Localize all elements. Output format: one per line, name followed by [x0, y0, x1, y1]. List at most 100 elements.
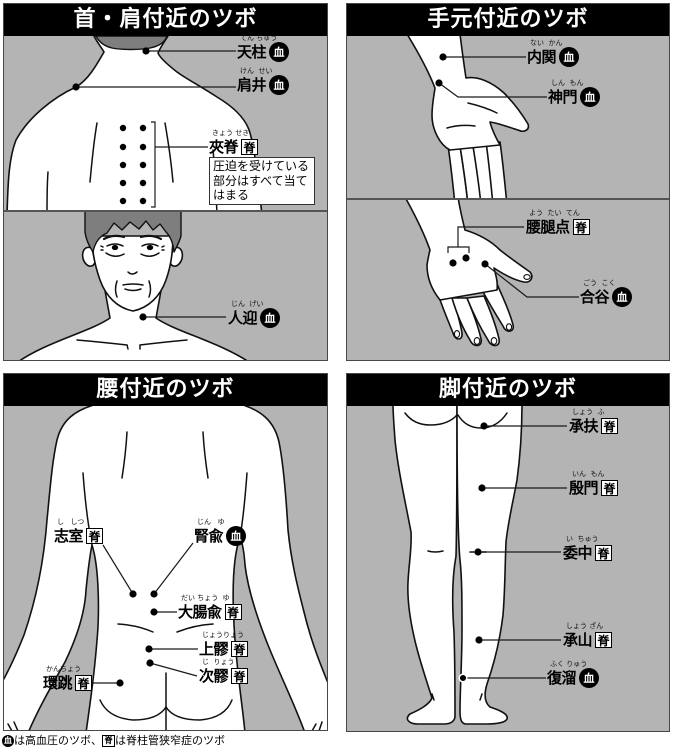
- furigana: ない かん: [530, 39, 563, 47]
- note-line: 圧迫を受けている: [213, 159, 310, 173]
- point-jinyu: [150, 590, 158, 598]
- acupoint-label-joryo: じょうりょう 上髎 脊: [199, 631, 249, 659]
- label-row: 夾脊 脊: [209, 137, 259, 157]
- acupoint-label-shozan: しょう ざん 承山 脊: [563, 622, 613, 650]
- furigana: てん ちゅう: [240, 34, 278, 42]
- spinal-stenosis-badge: 脊: [231, 641, 249, 657]
- panel-title: 首・肩付近のツボ: [3, 3, 328, 36]
- label-row: 神門 血: [548, 87, 601, 107]
- point-joryo: [145, 645, 153, 653]
- point-daichoyu: [150, 608, 158, 616]
- back-of-neck-illustration: [6, 36, 263, 211]
- furigana: ごう こく: [583, 279, 616, 287]
- hand-and-forearm: [405, 200, 533, 301]
- acupoint-name: 殷門: [569, 479, 599, 497]
- blood-pressure-badge: 血: [269, 75, 290, 95]
- panel-legs: 脚付近のツボ しょう ふ 承扶 脊: [346, 373, 670, 732]
- label-row: 腎兪 血: [194, 526, 247, 546]
- furigana: しん もん: [551, 79, 584, 87]
- point-jingei: [139, 313, 147, 321]
- blood-pressure-badge: 血: [269, 42, 290, 62]
- kyoseki-note-box: 圧迫を受けている 部分はすべて当て はまる: [209, 157, 315, 205]
- point-shishitsu: [129, 590, 137, 598]
- furigana: けん せい: [240, 67, 273, 75]
- acupoint-label-kensei: けん せい 肩井 血: [237, 67, 290, 95]
- furigana: ふく りゅう: [550, 660, 588, 668]
- label-row: 大腸兪 脊: [178, 602, 242, 622]
- acupoint-name: 上髎: [199, 640, 229, 658]
- point-yotaiten-2: [462, 254, 470, 262]
- acupoint-label-shishitsu: し しつ 志室 脊: [54, 518, 104, 546]
- acupoint-label-shofu: しょう ふ 承扶 脊: [569, 408, 619, 436]
- acupoint-name: 肩井: [237, 76, 267, 94]
- point-kancho: [116, 679, 124, 687]
- label-row: 委中 脊: [563, 543, 613, 563]
- label-row: 内関 血: [527, 47, 580, 67]
- label-row: 承山 脊: [563, 630, 613, 650]
- furigana: じん げい: [231, 300, 264, 308]
- leader-jiryo: [149, 662, 198, 677]
- acupoint-label-jinyu: じん ゆ 腎兪 血: [194, 518, 247, 546]
- furigana: じょうりょう: [202, 631, 244, 639]
- point-shofu: [480, 422, 488, 430]
- label-row: 復溜 血: [547, 668, 600, 688]
- point-inmon: [478, 484, 486, 492]
- acupoint-name: 夾脊: [209, 138, 239, 156]
- panel-hand: 手元付近のツボ: [346, 3, 670, 361]
- acupoint-label-ichu: い ちゅう 委中 脊: [563, 535, 613, 563]
- acupoint-name: 次髎: [199, 667, 229, 685]
- panel-neck-shoulder: 首・肩付近のツボ: [3, 3, 328, 361]
- point-naikan: [439, 53, 447, 61]
- acupoint-name: 神門: [548, 88, 578, 106]
- bracket-yotaiten: [447, 226, 524, 253]
- acupoint-name: 委中: [563, 544, 593, 562]
- legend-spine-text: は脊柱管狭窄症のツボ: [115, 734, 225, 747]
- note-line: 部分はすべて当て: [213, 173, 308, 188]
- acupoint-label-naikan: ない かん 内関 血: [527, 39, 580, 67]
- blood-pressure-badge: 血: [580, 87, 601, 107]
- spinal-stenosis-badge-icon: 脊: [102, 735, 115, 747]
- label-row: 志室 脊: [54, 526, 104, 546]
- acupoint-label-goukoku: ごう こく 合谷 血: [580, 279, 633, 307]
- finger-index: [485, 141, 508, 199]
- spinal-stenosis-badge: 脊: [75, 675, 93, 691]
- spinal-stenosis-badge: 脊: [572, 219, 590, 235]
- acupoint-label-tenchu: てん ちゅう 天柱 血: [237, 34, 290, 62]
- hair: [84, 212, 182, 253]
- acupoint-label-kancho: かんちょう 環跳 脊: [43, 665, 93, 693]
- furigana: きょう せき: [212, 129, 250, 137]
- acupoint-name: 大腸兪: [178, 603, 222, 621]
- spinal-stenosis-badge: 脊: [241, 139, 259, 155]
- acupoint-label-inmon: いん もん 殷門 脊: [569, 470, 619, 498]
- neck-shoulders: [18, 284, 249, 361]
- acupoint-name: 合谷: [580, 288, 610, 306]
- leader-shishitsu: [102, 544, 134, 595]
- spinal-stenosis-badge: 脊: [595, 632, 613, 648]
- furigana: かんちょう: [46, 665, 81, 673]
- panel-title: 脚付近のツボ: [346, 373, 670, 406]
- acupoint-label-shinmon: しん もん 神門 血: [548, 79, 601, 107]
- panel-lower-back: 腰付近のツボ: [3, 373, 328, 731]
- point-jiryo: [146, 659, 154, 667]
- panel-title: 腰付近のツボ: [3, 373, 328, 406]
- acupoint-name: 復溜: [547, 669, 577, 687]
- spinal-stenosis-badge: 脊: [231, 668, 249, 684]
- furigana: しょう ざん: [566, 622, 604, 630]
- blood-pressure-badge: 血: [226, 526, 247, 546]
- finger-index: [481, 283, 515, 332]
- panel-divider: [3, 210, 328, 212]
- acupoint-label-jingei: じん げい 人迎 血: [228, 300, 281, 328]
- blood-pressure-badge: 血: [612, 287, 633, 307]
- leader-goukoku: [484, 263, 579, 298]
- acupoint-name: 内関: [527, 48, 557, 66]
- legend-blood-text: は高血圧のツボ、: [14, 734, 102, 747]
- acupoint-label-fukuryu: ふく りゅう 復溜 血: [547, 660, 600, 688]
- acupoint-name: 人迎: [228, 309, 258, 327]
- spinal-stenosis-badge: 脊: [224, 604, 242, 620]
- back-of-hand-illustration: [405, 200, 579, 347]
- point-shozan: [475, 636, 483, 644]
- legs-illustration: [392, 406, 567, 725]
- label-row: 次髎 脊: [199, 666, 249, 686]
- spinal-stenosis-badge: 脊: [86, 528, 104, 544]
